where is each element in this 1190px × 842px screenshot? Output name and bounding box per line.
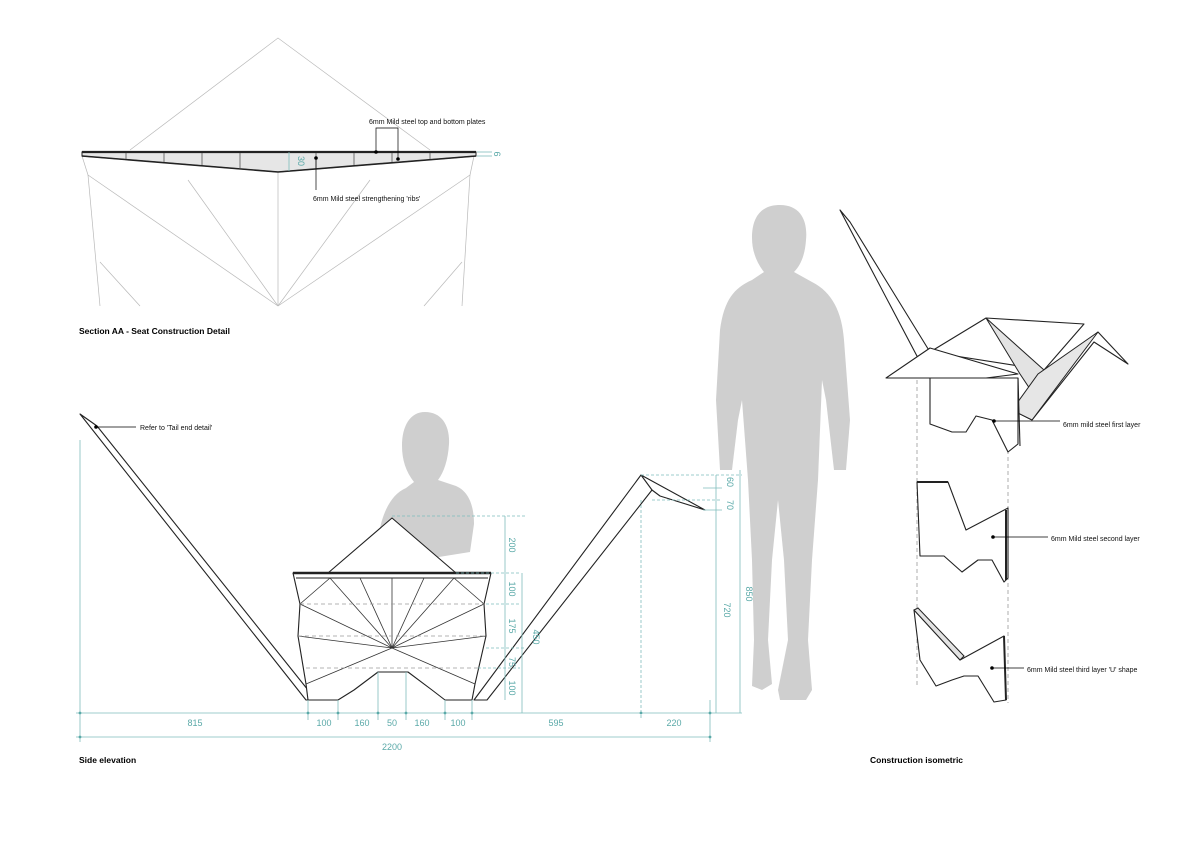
dim-h-1: 815 — [187, 718, 202, 728]
dim-h-5: 160 — [414, 718, 429, 728]
ribs-leader — [314, 156, 318, 190]
side-elevation-dimensions — [76, 440, 742, 742]
ribs-note: 6mm Mild steel strengthening 'ribs' — [313, 196, 420, 203]
dim-v-10: 850 — [744, 586, 754, 601]
dim-v-2: 100 — [507, 581, 517, 596]
adult-silhouette — [716, 204, 850, 700]
dim-v-3: 175 — [507, 618, 517, 633]
side-elevation-title: Side elevation — [79, 755, 136, 765]
dim-v-4: 75 — [507, 657, 517, 667]
dim-h-8: 220 — [666, 718, 681, 728]
section-dim-depth: 30 — [296, 156, 306, 166]
section-dim-plate: 6 — [492, 151, 502, 156]
dim-h-6: 100 — [450, 718, 465, 728]
dim-v-6: 450 — [531, 629, 541, 644]
isometric-drawing — [839, 209, 1129, 703]
isometric-title: Construction isometric — [870, 755, 963, 765]
dim-v-7: 720 — [722, 602, 732, 617]
plates-note: 6mm Mild steel top and bottom plates — [369, 119, 486, 126]
dim-h-2: 100 — [316, 718, 331, 728]
dim-h-3: 160 — [354, 718, 369, 728]
side-elevation-drawing — [79, 413, 706, 701]
dim-total: 2200 — [382, 742, 402, 752]
dim-v-9: 70 — [725, 500, 735, 510]
dim-h-4: 50 — [387, 718, 397, 728]
section-aa-drawing: 30 6 — [81, 37, 502, 307]
section-aa-title: Section AA - Seat Construction Detail — [79, 326, 230, 336]
layer3-note: 6mm Mild steel third layer 'U' shape — [1027, 667, 1138, 674]
dim-v-1: 200 — [507, 537, 517, 552]
dim-v-8: 60 — [725, 477, 735, 487]
layer1-note: 6mm mild steel first layer — [1063, 422, 1141, 429]
dim-h-7: 595 — [548, 718, 563, 728]
dim-v-5: 100 — [507, 680, 517, 695]
child-silhouette — [380, 412, 474, 560]
tail-note: Refer to 'Tail end detail' — [140, 425, 212, 432]
plates-leader — [374, 127, 400, 161]
layer2-note: 6mm Mild steel second layer — [1051, 536, 1140, 543]
